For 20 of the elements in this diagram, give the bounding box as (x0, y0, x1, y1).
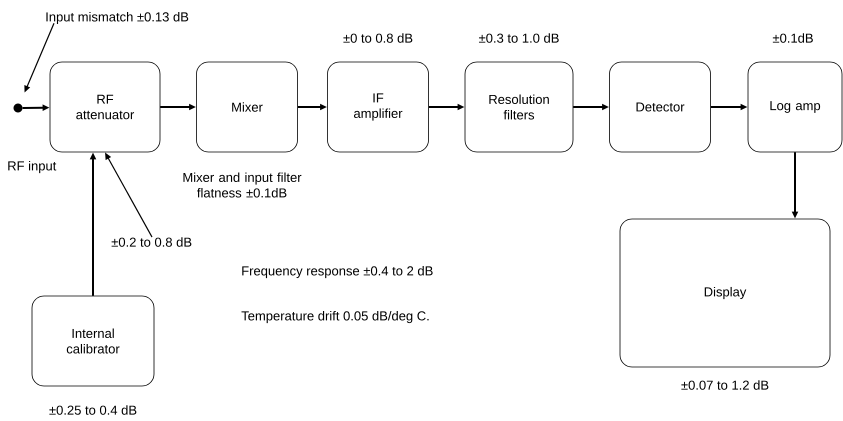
tolerance-text: ±0.25 to 0.4 dB (49, 405, 136, 415)
note-text: Frequency response ±0.4 to 2 dB (242, 266, 433, 278)
block-box: Mixer (196, 62, 298, 152)
block-box: Internal calibrator (32, 296, 154, 386)
tolerance-text: ±0.07 to 1.2 dB (681, 380, 768, 390)
block-box: RF attenuator (50, 62, 160, 152)
block-box: Resolution filters (464, 62, 574, 152)
annotation-text: ±0.2 to 0.8 dB (112, 237, 192, 247)
block-box: Detector (609, 62, 711, 152)
input-terminal (14, 104, 22, 112)
note-text: Temperature drift 0.05 dB/deg C. (242, 310, 429, 324)
tolerance-text: ±0 to 0.8 dB (343, 33, 412, 43)
block-box: IF amplifier (327, 62, 429, 152)
block-box: Display (620, 218, 830, 368)
note-text: RF input (8, 160, 56, 174)
annotation-text: Input mismatch ±0.13 dB (46, 12, 188, 24)
block-box: Log amp (748, 62, 842, 152)
note-text: Mixer and input filter flatness ±0.1dB (183, 172, 302, 198)
tolerance-text: ±0.3 to 1.0 dB (478, 33, 559, 43)
tolerance-text: ±0.1dB (772, 33, 813, 43)
